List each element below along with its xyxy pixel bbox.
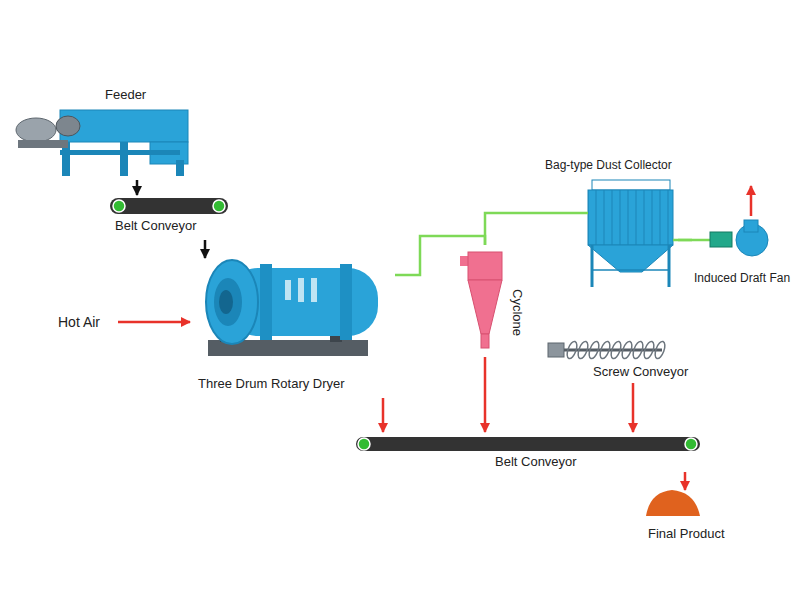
- equipment-label: Three Drum Rotary Dryer: [198, 376, 345, 392]
- product-pile: [646, 490, 700, 516]
- input-label: Hot Air: [58, 314, 100, 330]
- final-product-node: Final Product: [640, 490, 740, 552]
- induced-draft-fan-node: Induced Draft Fan: [692, 222, 796, 290]
- cyclone-figure: [460, 252, 502, 348]
- equipment-label: Feeder: [105, 87, 146, 103]
- flow-connector: [484, 357, 487, 432]
- flow-connector: [382, 398, 385, 432]
- belt-conveyor-figure: [110, 198, 228, 214]
- feeder-node: Feeder: [10, 85, 195, 180]
- equipment-label: Belt Conveyor: [115, 218, 197, 234]
- dust-collector-node: Bag-type Dust Collector: [542, 155, 678, 250]
- cyclone-node: Cyclone: [455, 245, 530, 357]
- flow-connector: [684, 472, 687, 490]
- flow-connector: [632, 383, 635, 432]
- screw-conveyor-figure: [548, 340, 667, 360]
- rotary-dryer-node: Three Drum Rotary Dryer: [195, 258, 395, 398]
- belt-conveyor-node: Belt Conveyor: [352, 432, 702, 472]
- flow-connector: [485, 213, 542, 245]
- induced-draft-fan-figure: [710, 186, 768, 256]
- flow-connector: [136, 180, 139, 195]
- belt-conveyor-figure: [356, 437, 700, 451]
- belt-conveyor-node: Belt Conveyor: [105, 195, 235, 240]
- equipment-label: Bag-type Dust Collector: [545, 157, 672, 173]
- flow-connector: [678, 239, 692, 242]
- dust-collector-figure: [588, 180, 673, 287]
- screw-conveyor-node: Screw Conveyor: [543, 337, 703, 383]
- flow-connector: [395, 236, 485, 275]
- hot-air-arrow: [118, 321, 190, 324]
- equipment-label: Final Product: [648, 526, 725, 542]
- equipment-label: Belt Conveyor: [495, 454, 577, 470]
- equipment-label: Screw Conveyor: [593, 364, 688, 380]
- rotary-dryer-figure: [206, 260, 378, 356]
- equipment-label: Cyclone: [509, 289, 525, 336]
- feeder-figure: [16, 110, 188, 176]
- equipment-label: Induced Draft Fan: [694, 270, 790, 286]
- flow-connector: [204, 240, 207, 258]
